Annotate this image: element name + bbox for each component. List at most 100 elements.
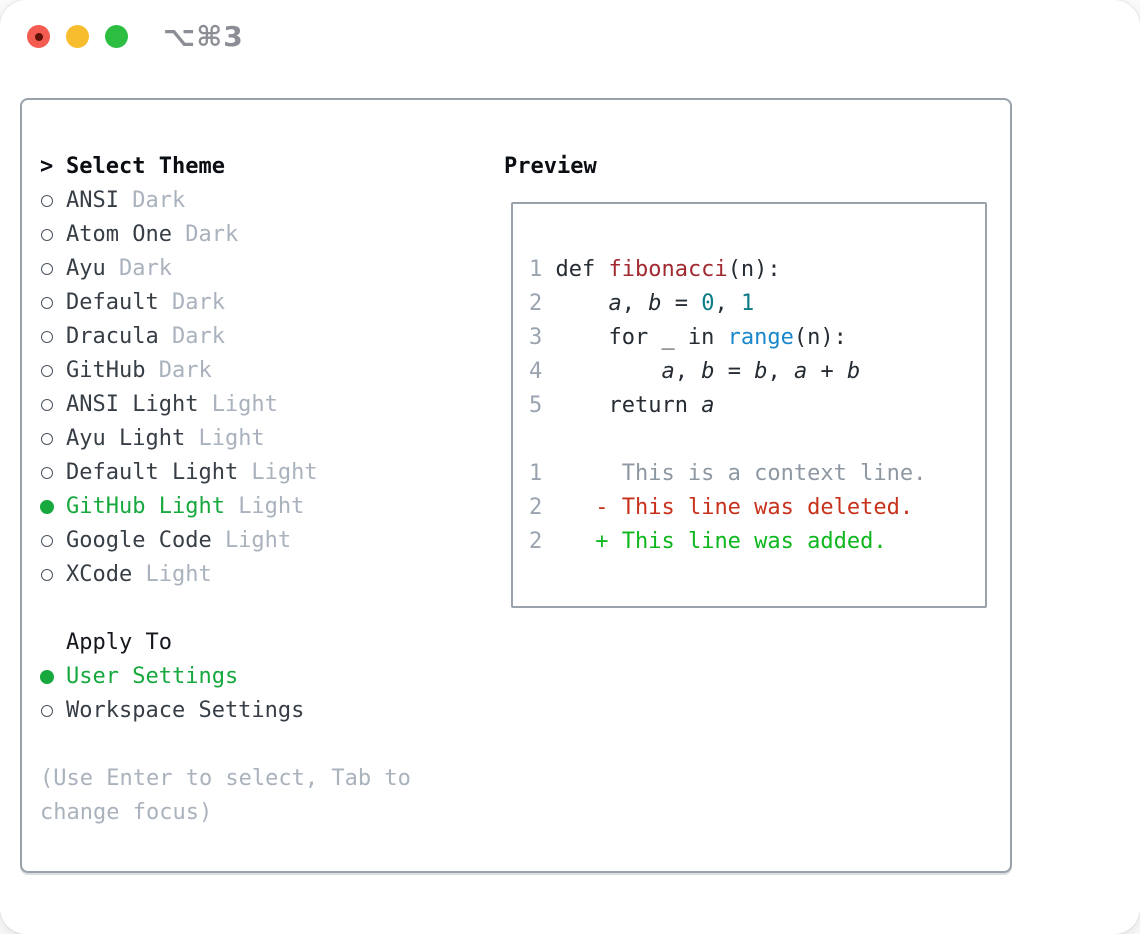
option-label: XCode [66,562,133,587]
code-segment-var: b [701,359,715,384]
blank-code-line [529,423,969,457]
line-number: 1 [529,461,543,486]
code-segment-plain: = [661,291,702,316]
option-label: Ayu Light [66,426,186,451]
radio-icon [40,569,66,581]
theme-option-default[interactable]: Default Dark [40,286,411,320]
code-segment-var: b [754,359,768,384]
radio-selected-icon [40,670,66,684]
minimize-button[interactable] [66,25,89,48]
radio-icon [40,263,66,275]
radio-circle [41,195,53,207]
option-label: Default [66,290,159,315]
apply-to-title: Apply To [66,630,172,655]
option-variant-tag: Light [145,562,212,587]
radio-icon [40,331,66,343]
code-segment-plain: , [674,359,702,384]
option-label: ANSI [66,188,119,213]
code-line: 2 a, b = 0, 1 [529,287,969,321]
code-segment-var: b [648,291,662,316]
maximize-button[interactable] [105,25,128,48]
code-line: 2 - This line was deleted. [529,491,969,525]
radio-icon [40,365,66,377]
option-variant-tag: Dark [158,358,212,383]
radio-circle [40,500,54,514]
code-segment-plain [555,359,661,384]
code-segment-plain: , [767,359,794,384]
radio-icon [40,535,66,547]
radio-circle [41,229,53,241]
option-label: User Settings [66,664,239,689]
code-segment-call: range [727,325,794,350]
close-button[interactable] [27,25,50,48]
line-number: 2 [529,529,543,554]
radio-circle [41,535,53,547]
theme-option-xcode[interactable]: XCode Light [40,558,411,592]
code-segment-plain: + [807,359,847,384]
radio-icon [40,433,66,445]
code-segment-var: a [701,393,715,418]
preview-title: Preview [504,154,597,179]
select-theme-header: > Select Theme [40,150,411,184]
code-line: 1 This is a context line. [529,457,969,491]
code-segment-plain [555,529,595,554]
option-variant-tag: Light [211,392,278,417]
code-segment-func: fibonacci [608,257,728,282]
line-number: 2 [529,291,543,316]
option-variant-tag: Dark [118,256,172,281]
code-segment-plain: , [621,291,649,316]
code-segment-ctx: This is a context line. [555,461,927,486]
code-segment-add: + This line was added. [595,529,887,554]
line-number: 4 [529,359,543,384]
option-variant-tag: Light [238,494,305,519]
line-number: 5 [529,393,543,418]
code-segment-plain: return [555,393,702,418]
prompt-icon: > [40,154,54,179]
window-title-shortcut: ⌥⌘3 [163,20,244,53]
theme-option-github[interactable]: GitHub Dark [40,354,411,388]
option-variant-tag: Dark [171,290,225,315]
radio-circle [41,467,53,479]
option-variant-tag: Dark [185,222,239,247]
apply-option-user-settings[interactable]: User Settings [40,660,411,694]
apply-to-header: Apply To [40,626,411,660]
code-line: 4 a, b = b, a + b [529,355,969,389]
code-segment-plain [555,495,595,520]
radio-icon [40,297,66,309]
radio-circle [41,569,53,581]
close-button-dot [34,32,43,41]
option-label: Ayu [66,256,106,281]
radio-selected-icon [40,500,66,514]
theme-option-ayu[interactable]: Ayu Dark [40,252,411,286]
code-line: 5 return a [529,389,969,423]
radio-circle [40,670,54,684]
code-segment-var: a [608,291,622,316]
code-segment-plain: = [714,359,755,384]
radio-icon [40,195,66,207]
code-segment-var: a [793,359,808,384]
select-theme-title: Select Theme [66,154,225,179]
apply-option-workspace-settings[interactable]: Workspace Settings [40,694,411,728]
radio-icon [40,399,66,411]
option-label: Default Light [66,460,239,485]
code-segment-plain: , [714,291,741,316]
radio-icon [40,467,66,479]
option-label: GitHub [66,358,146,383]
code-line: 3 for _ in range(n): [529,321,969,355]
code-segment-number: 1 [740,291,755,316]
